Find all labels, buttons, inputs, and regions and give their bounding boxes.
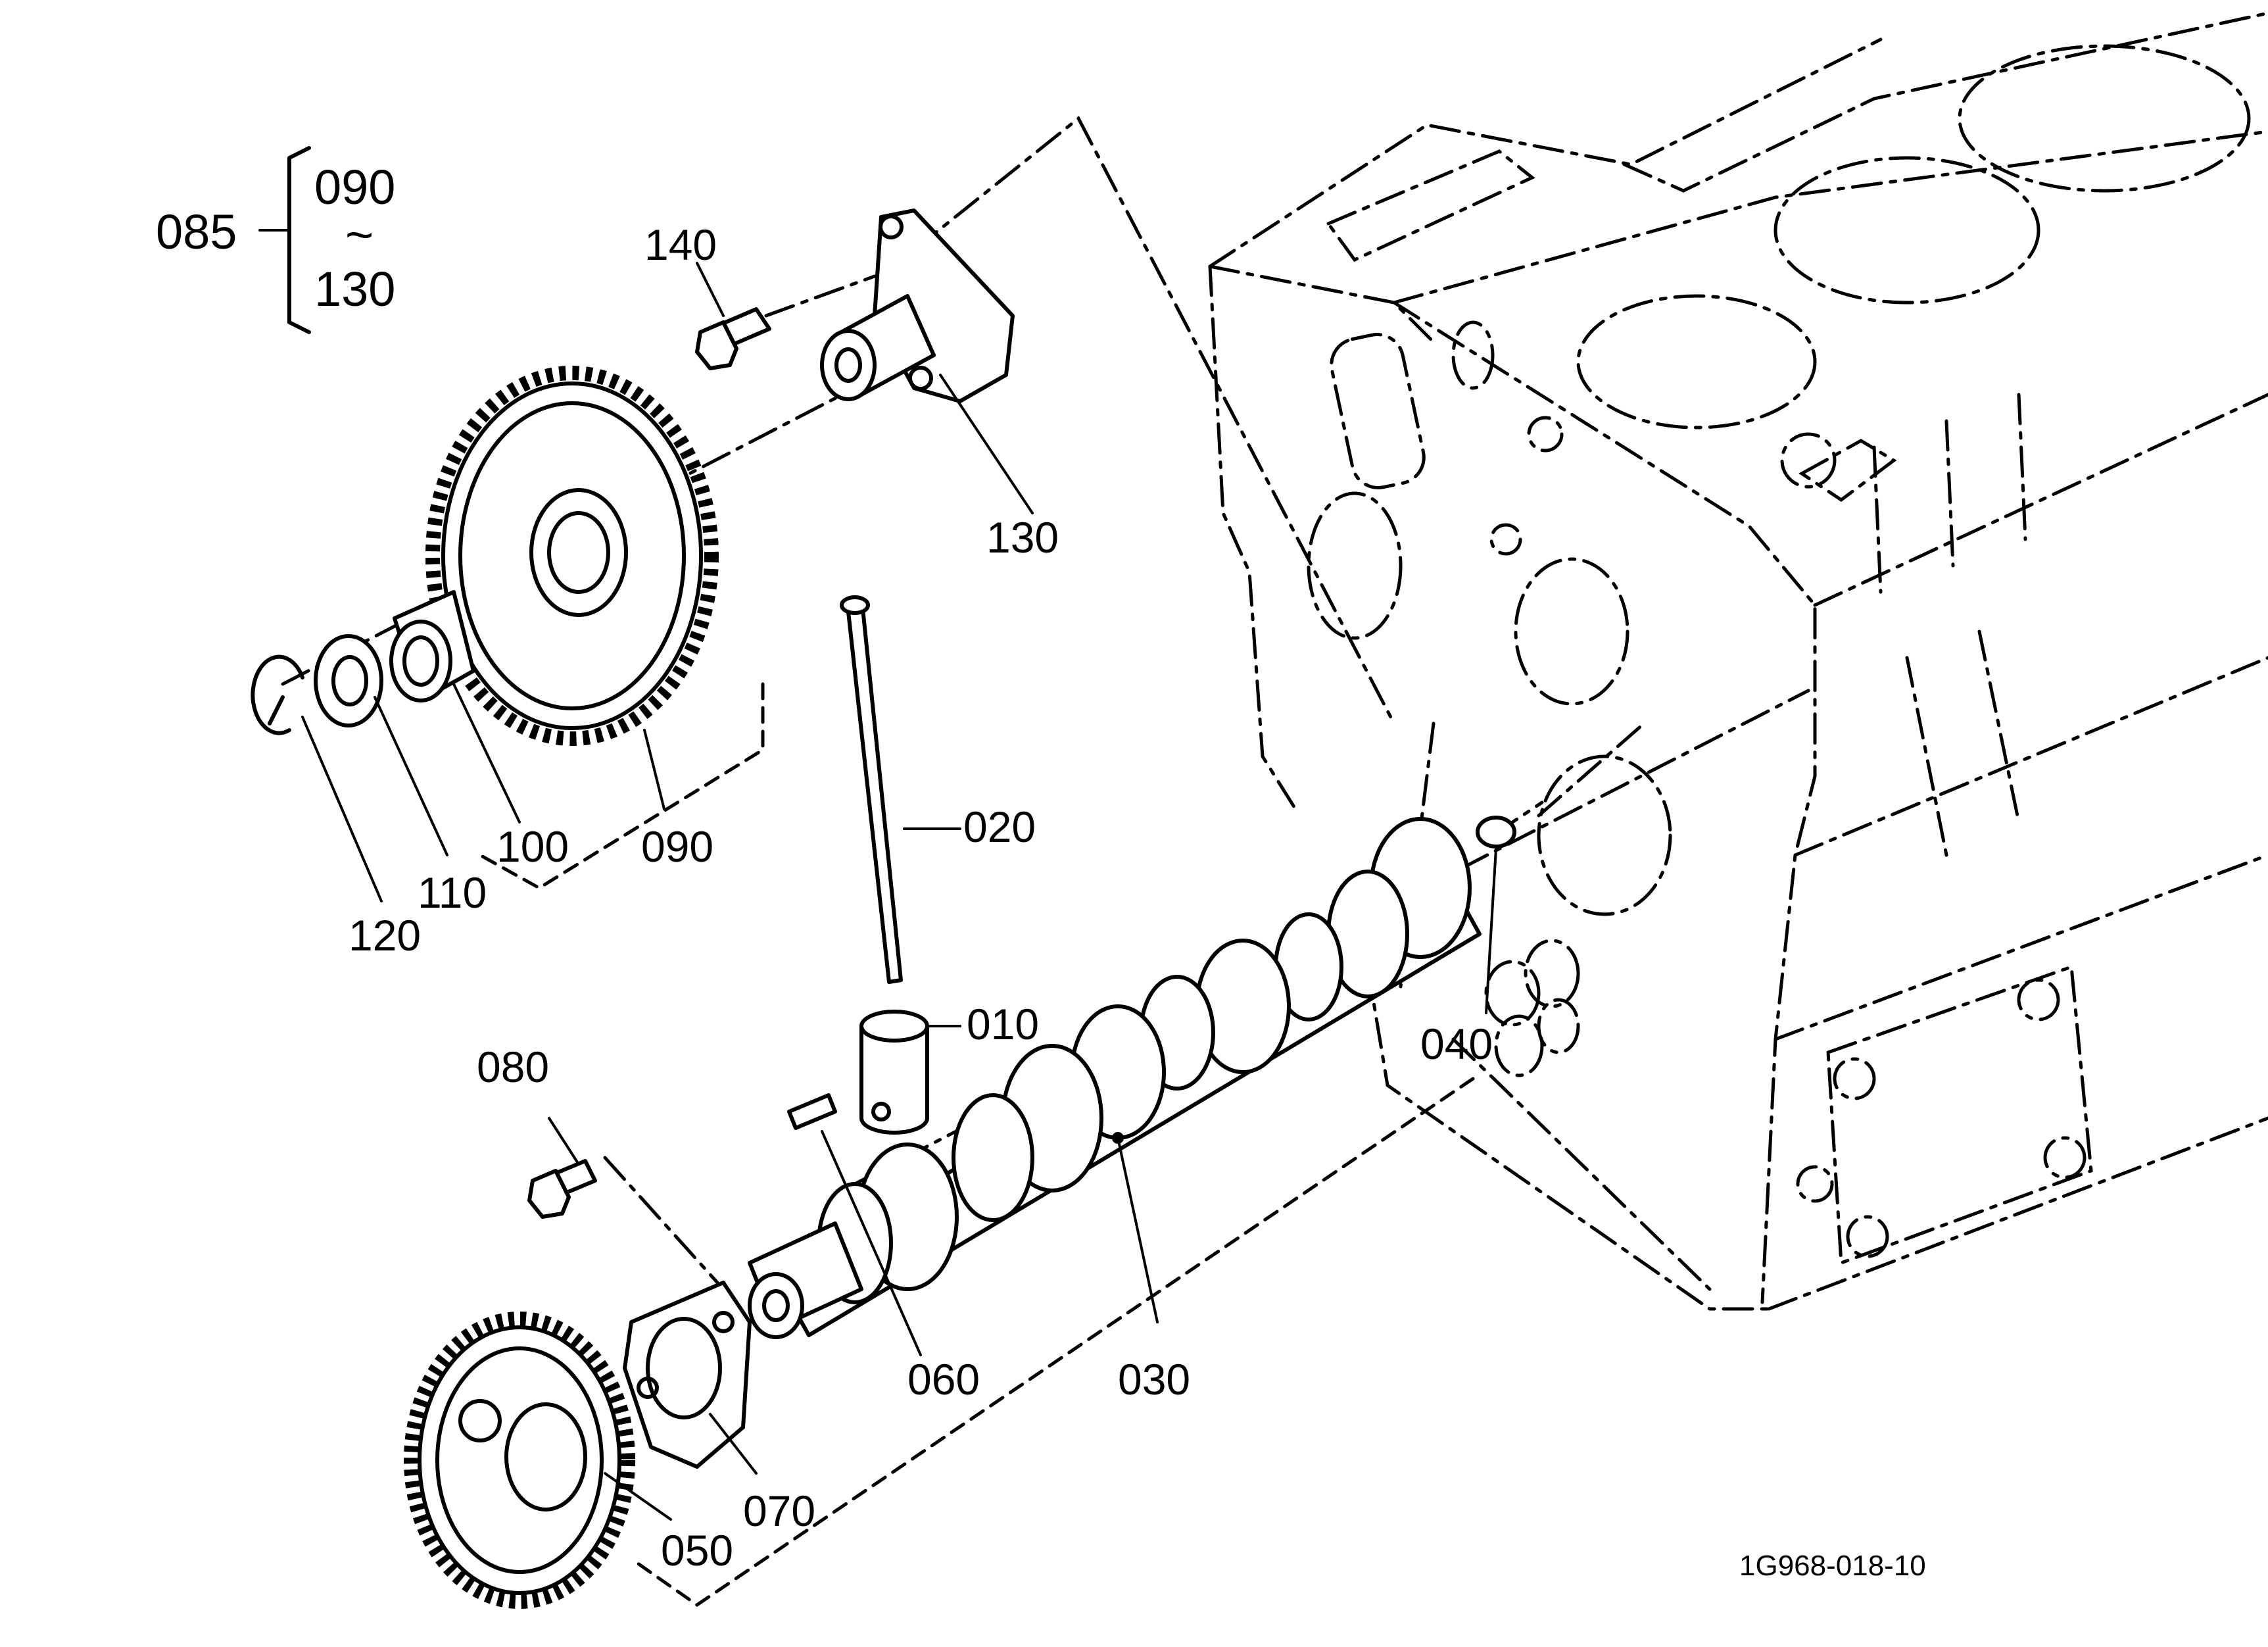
- group-bracket-090: [478, 682, 765, 890]
- group-brace: [287, 146, 311, 334]
- assembly-lines: [281, 116, 1810, 1291]
- group-bracket-030: [629, 1077, 1475, 1608]
- leader-lines: [258, 229, 1497, 1521]
- bolt-140: [695, 307, 771, 370]
- callout-080: 080: [477, 1043, 549, 1091]
- group-range-end: 130: [314, 262, 395, 316]
- push-rod: [840, 595, 903, 984]
- callout-090: 090: [641, 822, 713, 871]
- callout-010: 010: [967, 1000, 1039, 1048]
- callout-labels: 085 090 ~ 130 010 020 030 040 050 060 07…: [156, 160, 1926, 1582]
- snap-ring: [251, 654, 304, 735]
- callout-110: 110: [418, 868, 487, 917]
- camshaft: [748, 817, 1482, 1339]
- idler-shaft-plate: [820, 209, 1015, 403]
- key-060: [787, 1093, 837, 1130]
- group-label-085: 085: [156, 205, 237, 259]
- callout-130: 130: [986, 513, 1059, 562]
- thrust-washer: [314, 634, 383, 727]
- callout-060: 060: [907, 1355, 980, 1404]
- callout-140: 140: [644, 220, 717, 269]
- callout-070: 070: [743, 1487, 815, 1535]
- engine-block: [1208, 11, 2268, 1311]
- callout-030: 030: [1118, 1355, 1190, 1404]
- callout-040: 040: [1420, 1020, 1493, 1068]
- tappet: [859, 1010, 929, 1135]
- callout-050: 050: [661, 1526, 733, 1575]
- cam-gear: [404, 1312, 635, 1609]
- callout-100: 100: [496, 822, 569, 871]
- group-range-sep: ~: [345, 207, 374, 262]
- bolt-080: [527, 1159, 597, 1219]
- idler-shaft-bushing: [389, 590, 475, 702]
- gear-housing-plate: [623, 1281, 752, 1469]
- callout-020: 020: [963, 802, 1036, 851]
- idler-gear: [425, 366, 719, 746]
- callout-120: 120: [349, 911, 421, 960]
- plug-040: [1476, 816, 1516, 848]
- drawing-code: 1G968-018-10: [1739, 1550, 1926, 1582]
- group-range-start: 090: [314, 160, 395, 214]
